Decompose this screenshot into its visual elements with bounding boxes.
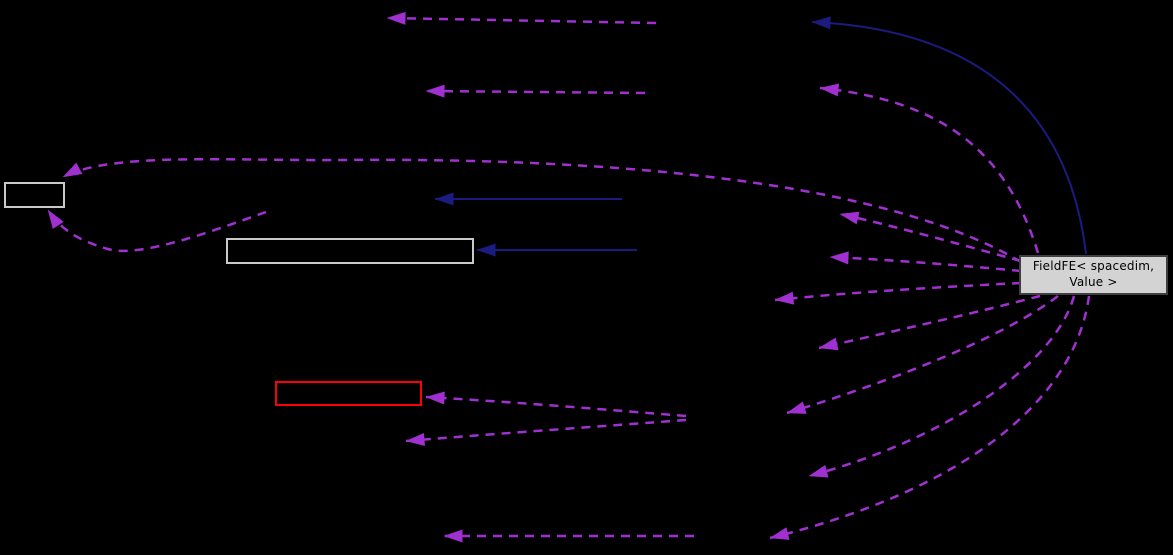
node-fieldfe-label: FieldFE< spacedim, Value > <box>1032 259 1155 289</box>
node-fieldfe[interactable]: FieldFE< spacedim, Value > <box>1019 255 1168 295</box>
edge-dashed-top <box>386 11 657 25</box>
edge-dashed-to-left-box-bottom <box>46 209 267 253</box>
node-wide-middle[interactable] <box>226 238 474 264</box>
edge-dashed-fan-1 <box>839 211 1022 263</box>
edge-dashed-fan-6 <box>808 295 1076 478</box>
edge-solid-curve-top-right <box>811 16 1087 255</box>
edge-dashed-fieldfe-top-left <box>819 83 1040 254</box>
edge-dashed-below-red-box <box>405 418 687 446</box>
edge-dashed-fan-4 <box>818 294 1041 351</box>
node-small-left[interactable] <box>4 182 65 208</box>
edge-dashed-upper <box>425 84 646 98</box>
edge-dashed-fan-5 <box>786 295 1059 415</box>
edge-dashed-into-red-box <box>425 391 687 418</box>
node-red-truncated[interactable] <box>275 381 422 406</box>
edge-dashed-fan-2 <box>829 251 1022 273</box>
edge-dashed-fan-7 <box>769 295 1091 540</box>
edge-dashed-fan-3 <box>774 281 1022 305</box>
edge-dashed-long-to-left-box <box>62 157 1022 264</box>
